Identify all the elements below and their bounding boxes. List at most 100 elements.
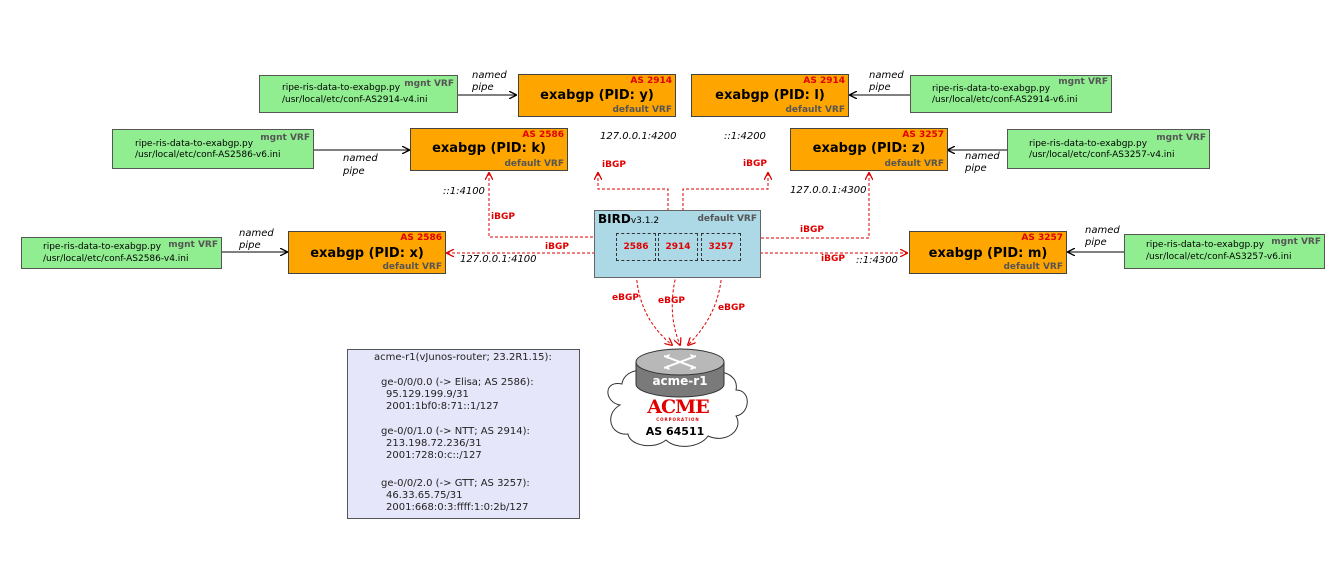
- pipe-label: pipe: [1085, 237, 1107, 248]
- exabgp-y: AS 2914 exabgp (PID: y) default VRF: [518, 74, 676, 117]
- ibgp-label: iBGP: [602, 160, 626, 170]
- ebgp-label: eBGP: [612, 293, 639, 303]
- feeder-f4: mgnt VRF ripe-ris-data-to-exabgp.py /usr…: [1007, 129, 1210, 169]
- feeder-script: ripe-ris-data-to-exabgp.py: [135, 139, 254, 149]
- ibgp-y: [598, 173, 668, 245]
- default-vrf-tag: default VRF: [382, 262, 442, 272]
- info-address: 2001:1bf0:8:71::1/127: [386, 401, 499, 412]
- ibgp-label: iBGP: [545, 242, 569, 252]
- info-title: acme-r1(vJunos-router; 23.2R1.15):: [374, 352, 552, 363]
- exabgp-name: exabgp (PID: k): [432, 141, 546, 156]
- exabgp-x: AS 2586 exabgp (PID: x) default VRF: [288, 231, 446, 274]
- default-vrf-tag: default VRF: [884, 159, 944, 169]
- exabgp-name: exabgp (PID: z): [812, 141, 926, 156]
- as-tag: AS 2586: [400, 233, 442, 243]
- exabgp-name: exabgp (PID: l): [715, 88, 825, 103]
- as-tag: AS 2914: [630, 76, 672, 86]
- bird-version: v3.1.2: [630, 216, 660, 226]
- feeder-conf: /usr/local/etc/conf-AS2586-v6.ini: [135, 150, 281, 160]
- address-l: ::1:4200: [724, 131, 766, 142]
- bird-name: BIRD: [598, 212, 631, 226]
- as-tag: AS 2914: [803, 76, 845, 86]
- default-vrf-tag: default VRF: [612, 105, 672, 115]
- ebgp-label: eBGP: [658, 296, 685, 306]
- ibgp-label: iBGP: [821, 254, 845, 264]
- info-interface: ge-0/0/2.0 (-> GTT; AS 3257):: [381, 478, 530, 489]
- bird-title: BIRDv3.1.2: [598, 212, 659, 226]
- router-icon: [635, 348, 725, 398]
- bird-table-2914: 2914: [658, 233, 698, 261]
- acme-logo-sub: CORPORATION: [656, 417, 700, 422]
- exabgp-m: AS 3257 exabgp (PID: m) default VRF: [909, 231, 1067, 274]
- router-as-number: AS 64511: [645, 425, 705, 438]
- feeder-f5: mgnt VRF ripe-ris-data-to-exabgp.py /usr…: [21, 237, 222, 269]
- info-address: 2001:668:0:3:ffff:1:0:2b/127: [386, 502, 529, 513]
- ibgp-label: iBGP: [800, 225, 824, 235]
- feeder-script: ripe-ris-data-to-exabgp.py: [932, 84, 1051, 94]
- pipe-label: pipe: [239, 240, 261, 251]
- pipe-label: pipe: [472, 82, 494, 93]
- mgnt-vrf-tag: mgnt VRF: [1156, 133, 1206, 143]
- default-vrf-tag: default VRF: [1003, 262, 1063, 272]
- feeder-conf: /usr/local/etc/conf-AS3257-v4.ini: [1029, 150, 1175, 160]
- router-label: acme-r1: [652, 374, 708, 388]
- bird-router-box: BIRDv3.1.2 default VRF 2586 2914 3257: [594, 210, 761, 278]
- pipe-label: named: [239, 228, 274, 239]
- address-y: 127.0.0.1:4200: [600, 131, 677, 142]
- exabgp-name: exabgp (PID: m): [928, 246, 1048, 261]
- mgnt-vrf-tag: mgnt VRF: [168, 240, 218, 250]
- pipe-label: named: [869, 70, 904, 81]
- acme-logo: ACME CORPORATION: [646, 396, 710, 423]
- acme-logo-word: ACME: [647, 396, 709, 418]
- feeder-f6: mgnt VRF ripe-ris-data-to-exabgp.py /usr…: [1124, 234, 1325, 269]
- address-k: ::1:4100: [443, 186, 485, 197]
- ibgp-label: iBGP: [743, 159, 767, 169]
- info-interface: ge-0/0/1.0 (-> NTT; AS 2914):: [381, 426, 530, 437]
- pipe-label: pipe: [343, 166, 365, 177]
- pipe-label: pipe: [965, 163, 987, 174]
- mgnt-vrf-tag: mgnt VRF: [260, 133, 310, 143]
- feeder-conf: /usr/local/etc/conf-AS2914-v6.ini: [932, 95, 1078, 105]
- address-x: 127.0.0.1:4100: [460, 254, 537, 265]
- address-m: ::1:4300: [856, 255, 898, 266]
- pipe-label: named: [965, 151, 1000, 162]
- feeder-script: ripe-ris-data-to-exabgp.py: [282, 83, 401, 93]
- bird-table-3257: 3257: [701, 233, 741, 261]
- exabgp-k: AS 2586 exabgp (PID: k) default VRF: [410, 128, 568, 171]
- ebgp-label: eBGP: [718, 303, 745, 313]
- info-address: 213.198.72.236/31: [386, 438, 482, 449]
- address-z: 127.0.0.1:4300: [790, 185, 867, 196]
- default-vrf-tag: default VRF: [504, 159, 564, 169]
- info-address: 2001:728:0:c::/127: [386, 450, 482, 461]
- pipe-label: named: [343, 153, 378, 164]
- feeder-script: ripe-ris-data-to-exabgp.py: [43, 242, 162, 252]
- bird-table-2586: 2586: [616, 233, 656, 261]
- ibgp-label: iBGP: [491, 212, 515, 222]
- feeder-script: ripe-ris-data-to-exabgp.py: [1029, 139, 1148, 149]
- mgnt-vrf-tag: mgnt VRF: [404, 79, 454, 89]
- exabgp-l: AS 2914 exabgp (PID: l) default VRF: [691, 74, 849, 117]
- feeder-script: ripe-ris-data-to-exabgp.py: [1146, 240, 1265, 250]
- feeder-conf: /usr/local/etc/conf-AS3257-v6.ini: [1146, 252, 1292, 262]
- as-tag: AS 3257: [1021, 233, 1063, 243]
- exabgp-z: AS 3257 exabgp (PID: z) default VRF: [790, 128, 948, 171]
- feeder-conf: /usr/local/etc/conf-AS2586-v4.ini: [43, 254, 189, 264]
- feeder-conf: /usr/local/etc/conf-AS2914-v4.ini: [282, 95, 428, 105]
- ibgp-k: [489, 173, 640, 245]
- feeder-f1: mgnt VRF ripe-ris-data-to-exabgp.py /usr…: [259, 75, 458, 113]
- router-info-panel: acme-r1(vJunos-router; 23.2R1.15): ge-0/…: [347, 349, 580, 519]
- info-interface: ge-0/0/0.0 (-> Elisa; AS 2586):: [381, 377, 534, 388]
- as-tag: AS 3257: [902, 130, 944, 140]
- info-address: 46.33.65.75/31: [386, 490, 463, 501]
- pipe-label: named: [1085, 225, 1120, 236]
- pipe-label: pipe: [869, 82, 891, 93]
- exabgp-name: exabgp (PID: x): [310, 246, 424, 261]
- default-vrf-tag: default VRF: [697, 214, 757, 224]
- default-vrf-tag: default VRF: [785, 105, 845, 115]
- as-tag: AS 2586: [522, 130, 564, 140]
- exabgp-name: exabgp (PID: y): [540, 88, 654, 103]
- pipe-label: named: [472, 70, 507, 81]
- mgnt-vrf-tag: mgnt VRF: [1271, 237, 1321, 247]
